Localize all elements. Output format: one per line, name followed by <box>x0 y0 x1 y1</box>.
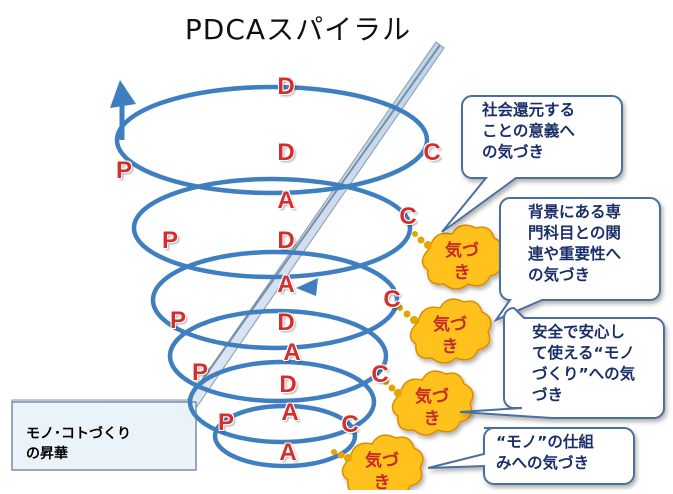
cloud-2-text: 気づ き <box>433 315 467 357</box>
ring2-d-letter: D <box>277 139 295 166</box>
ring4-c-letter: C <box>371 361 389 388</box>
ring2-p-letter: P <box>161 227 179 254</box>
callout-box-1 <box>441 95 623 233</box>
ring5-a-letter: A <box>281 399 299 426</box>
ring1-p-letter: P <box>115 157 133 184</box>
spiral-ring-4 <box>167 308 389 404</box>
ring4-d-letter: D <box>277 309 295 336</box>
inner-arrow-head <box>296 278 318 296</box>
ring3-p-letter: P <box>169 307 187 334</box>
cloud-2 <box>409 298 492 364</box>
ring5-d-letter: D <box>279 371 297 398</box>
spiral-ring-1 <box>114 84 430 196</box>
callout-3-text: 安全で安心し て使える“モノ づくり”への気 づき <box>532 323 636 404</box>
ring6-c-letter: C <box>341 411 359 438</box>
upgrade-label: モノ･コトづくり の昇華 <box>26 426 131 462</box>
ring3-d-letter: D <box>277 227 295 254</box>
cloud-3 <box>391 370 474 436</box>
ring4-p-letter: P <box>191 359 209 386</box>
ring4-a-letter: A <box>283 339 301 366</box>
ring3-a-letter: A <box>277 271 295 298</box>
ring2-a-letter: A <box>277 187 295 214</box>
spiral-ring-6 <box>212 403 358 469</box>
ring2-c-letter: C <box>399 203 417 230</box>
callout-box-2 <box>493 197 661 323</box>
callout-box-3 <box>459 306 665 419</box>
callout-4-text: “モノ”の仕組 みへの気づき <box>496 433 594 472</box>
diagram-title: PDCAスパイラル <box>184 13 412 46</box>
spiral-ring-5 <box>187 359 377 445</box>
ring6-a-letter: A <box>279 439 297 466</box>
callout-box-4 <box>427 427 635 485</box>
ring1-c-letter: C <box>423 139 441 166</box>
cloud-3-text: 気づ き <box>415 387 449 429</box>
ring5-p-letter: P <box>217 409 235 436</box>
spiral-ring-2 <box>131 176 413 280</box>
spiral-arrow-head <box>110 80 136 108</box>
cloud-4-text: 気づ き <box>365 451 399 493</box>
callout-2-text: 背景にある専 門科目との関 連や重要性へ の気づき <box>528 203 622 284</box>
ring1-d-letter: D <box>277 73 295 100</box>
spiral <box>114 84 430 469</box>
cloud-1-text: 気づ き <box>445 241 479 283</box>
ring3-c-letter: C <box>383 286 401 313</box>
upgrade-label-box <box>11 401 197 471</box>
spiral-ring-3 <box>150 249 400 351</box>
connector-dots <box>331 231 432 462</box>
callout-1-text: 社会還元する ことの意義へ の気づき <box>482 101 576 161</box>
